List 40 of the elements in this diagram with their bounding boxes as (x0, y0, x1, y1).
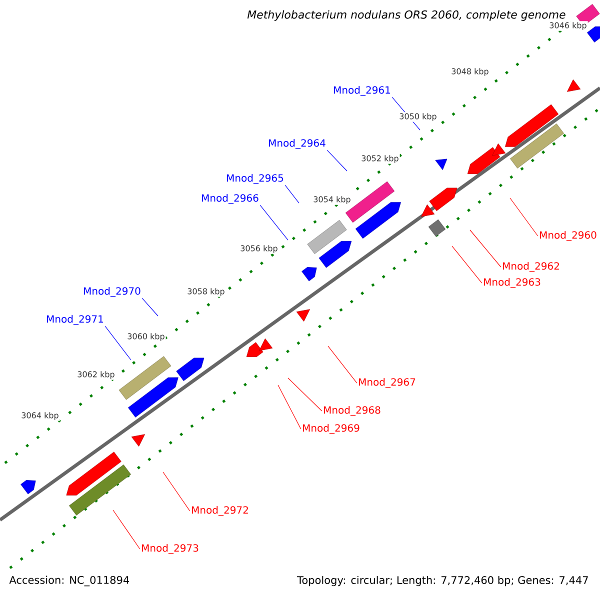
gene-label: Mnod_2967 (359, 378, 416, 388)
scale-label: 3056 kbp (239, 244, 279, 254)
scale-label: 3064 kbp (20, 411, 60, 421)
gene-label: Mnod_2971 (47, 315, 104, 325)
leader-line (328, 346, 358, 384)
leader-line (278, 384, 302, 430)
leader-line (142, 298, 158, 316)
leader-line (288, 378, 322, 412)
gene-label: Mnod_2964 (269, 139, 326, 149)
gene-label: Mnod_2968 (324, 406, 380, 416)
leader-line (510, 198, 538, 236)
gene-label: Mnod_2972 (192, 506, 248, 516)
scale-label: 3062 kbp (76, 370, 116, 380)
leader-line (470, 230, 502, 268)
scale-label: 3046 kbp (548, 21, 588, 31)
leader-line (112, 510, 140, 550)
title: Methylobacterium nodulans ORS 2060, complete genome (247, 10, 566, 21)
leader-line (104, 326, 132, 360)
leader-line (326, 150, 348, 172)
gene-label: Mnod_2965 (227, 174, 284, 184)
gene-label: Mnod_2973 (142, 544, 198, 554)
gene-label: Mnod_2969 (303, 424, 360, 434)
accession-text: Accession: NC_011894 (9, 576, 130, 586)
gene-label: Mnod_2961 (334, 86, 390, 96)
scale-label: 3048 kbp (450, 67, 490, 77)
gene-label: Mnod_2962 (503, 262, 559, 272)
gene-label: Mnod_2960 (540, 231, 596, 241)
scale-label: 3060 kbp (126, 332, 166, 342)
gene-label: Mnod_2963 (484, 278, 540, 288)
gene-label: Mnod_2966 (202, 194, 258, 204)
leader-line (284, 184, 300, 204)
scale-label: 3058 kbp (186, 287, 226, 297)
scale-label: 3050 kbp (398, 112, 438, 122)
summary-text: Topology: circular; Length: 7,772,460 bp; Genes: 7,447 (297, 576, 588, 586)
leader-line (162, 472, 190, 512)
gene-label: Mnod_2970 (84, 287, 140, 297)
scale-label: 3054 kbp (312, 195, 352, 205)
leader-line (260, 204, 288, 240)
leader-line (452, 246, 482, 284)
scale-label: 3052 kbp (360, 154, 400, 164)
